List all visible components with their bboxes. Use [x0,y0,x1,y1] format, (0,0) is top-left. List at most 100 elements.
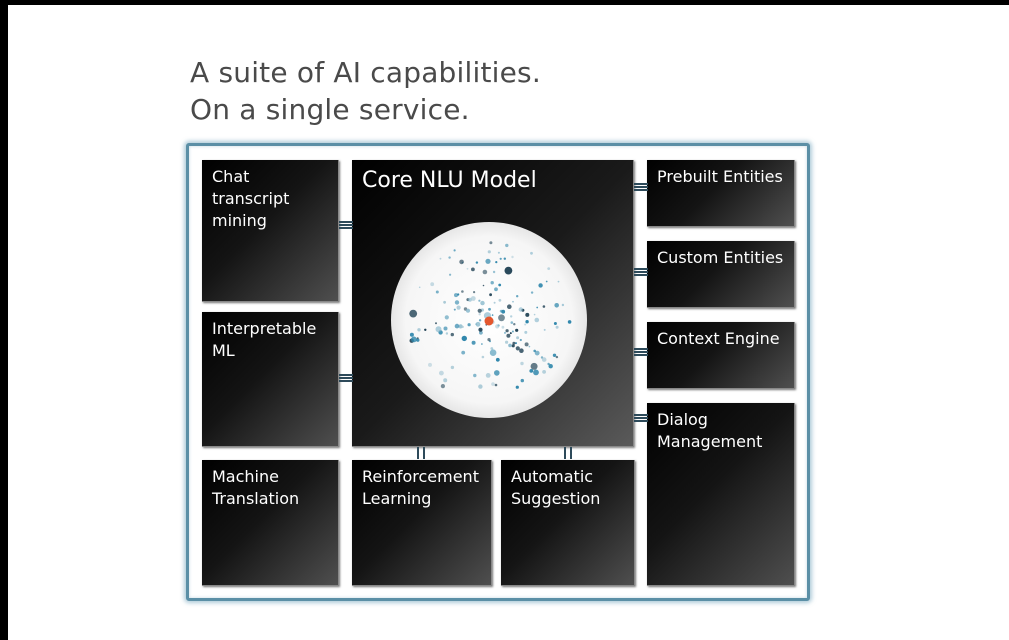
module-label: Prebuilt Entities [657,167,783,186]
globe-dot [443,326,448,331]
globe-dot [443,300,446,304]
core-nlu-title: Core NLU Model [362,168,537,193]
globe-dot [542,370,546,374]
module-label: Automatic Suggestion [511,467,601,508]
module-custom-entities: Custom Entities [647,241,795,308]
module-dialog-management: Dialog Management [647,403,795,586]
globe-dot [519,348,524,353]
globe-dot [507,304,512,309]
globe-dot [498,314,505,322]
globe-dot [478,327,483,332]
globe-dot [481,355,485,359]
globe-dot [478,299,481,302]
globe-dot [529,369,534,373]
slide-title: A suite of AI capabilities. On a single … [190,54,541,128]
globe-dot [515,328,519,332]
globe-dot [485,258,491,264]
globe-dot [411,336,417,343]
globe-dot [534,350,540,356]
globe-dot [456,305,461,310]
globe-dot [491,314,494,316]
globe-dot [525,320,529,324]
globe-dot [461,335,467,342]
globe-dot [454,300,460,305]
module-label: Interpretable ML [212,319,317,360]
globe-dot [467,323,471,327]
globe-dot [494,287,498,292]
globe-dot [561,303,565,307]
globe-dot [516,295,519,298]
globe-dot [471,340,476,345]
globe-dot [513,323,516,326]
title-line-1: A suite of AI capabilities. [190,56,541,89]
globe-dot [478,313,481,316]
globe-dot [453,249,456,252]
globe-dot [448,256,451,259]
globe-dot [481,343,483,345]
globe-dot [511,344,515,348]
connector-core-prebuilt [634,183,648,191]
globe-dot [482,284,485,287]
globe-dot [480,300,485,306]
globe-dot [525,312,530,317]
module-context-engine: Context Engine [647,322,795,389]
globe-dot [439,257,442,260]
globe-dot [490,281,494,285]
globe-dot [418,286,421,289]
connector-core-reinforcement [417,447,425,459]
globe-dot [473,291,476,294]
globe-dot [445,332,449,335]
globe-dot [471,267,475,272]
module-label: Machine Translation [212,467,300,508]
globe-dot [520,361,524,366]
globe-dot [475,321,481,327]
module-automatic-suggestion: Automatic Suggestion [501,460,635,586]
globe-dot [541,357,547,362]
globe-dot [515,346,520,351]
globe-dot [506,333,511,338]
globe-dot [533,313,536,316]
globe-dot [485,373,491,378]
globe-dot [545,280,548,283]
globe-dot [555,355,559,359]
globe-dot [495,324,500,329]
globe-dot [505,243,509,248]
globe-dot [430,282,435,287]
globe-dot [489,241,493,245]
globe-dot [499,257,502,260]
globe-dot [512,300,514,303]
module-label: Dialog Management [657,410,763,451]
embedding-globe-icon [391,222,587,418]
globe-dot [477,308,482,313]
globe-dot [557,280,560,283]
globe-dot [482,269,488,275]
connector-core-custom [634,268,648,276]
globe-dot [504,266,513,275]
globe-dot [479,330,483,335]
globe-dot [473,373,477,378]
globe-hub-dot [484,316,494,326]
globe-dot [510,321,514,324]
globe-dot [548,364,553,369]
globe-dot [453,308,456,311]
globe-dot [503,257,506,260]
module-interpretable-ml: Interpretable ML [202,312,339,447]
globe-dot [516,336,520,340]
title-line-2: On a single service. [190,93,470,126]
globe-dot [416,338,420,342]
connector-core-suggestion [564,447,572,459]
connector-core-dialog [634,414,648,422]
globe-dot [530,291,534,294]
globe-dot [555,325,559,329]
globe-dot [417,328,421,332]
globe-dot [552,353,557,357]
globe-dot [475,261,479,264]
globe-dot [554,303,559,308]
globe-dot [454,293,458,298]
globe-dot [520,378,524,383]
globe-dot [530,362,538,370]
globe-dot [428,362,432,367]
connector-core-context [634,348,648,356]
module-prebuilt-entities: Prebuilt Entities [647,160,795,227]
globe-dot [493,301,496,304]
